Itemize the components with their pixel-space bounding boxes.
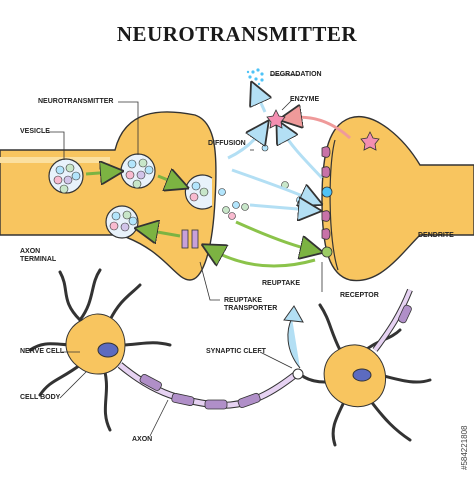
label-cell-body: CELL BODY	[20, 394, 61, 401]
axon-terminal	[0, 111, 217, 281]
receptor-arrow	[235, 220, 312, 250]
enzyme-icon	[266, 109, 286, 129]
zoom-arrow	[287, 317, 301, 369]
recycle-arrow	[146, 230, 181, 236]
reuptake-arrow	[212, 250, 316, 268]
diffusion-arrow	[231, 168, 312, 200]
label-diffusion: DIFFUSION	[208, 140, 246, 147]
enzyme-return-arrow	[290, 117, 352, 140]
synaptic-cleft-marker	[292, 368, 304, 380]
page-title: NEUROTRANSMITTER	[116, 22, 358, 46]
label-neurotransmitter: NEUROTRANSMITTER	[38, 98, 114, 105]
vesicle-transport-arrow-2	[157, 176, 178, 184]
leader-lines	[48, 74, 323, 437]
vesicle-2	[120, 153, 156, 189]
dendrite-body	[321, 115, 474, 282]
fusing-vesicle	[184, 174, 213, 210]
nerve-cell	[28, 268, 172, 432]
label-axon-terminal: AXON TERMINAL	[20, 248, 57, 263]
enzyme-icon-2	[360, 131, 380, 151]
label-synaptic-cleft: SYNAPTIC CLEFT	[206, 348, 266, 355]
diffusion-arrow-3	[249, 205, 310, 210]
enzyme-arrow	[282, 130, 324, 180]
stock-id: #584221808	[460, 425, 469, 471]
label-receptor: RECEPTOR	[340, 292, 379, 299]
vesicle-3	[105, 205, 139, 239]
vesicle	[48, 158, 84, 194]
bound-receptor-2	[321, 246, 333, 258]
reuptake-transporter	[181, 229, 199, 249]
vesicle-transport-arrow	[85, 172, 112, 174]
axon	[117, 362, 298, 410]
label-axon: AXON	[132, 436, 153, 443]
bound-receptor	[321, 186, 333, 198]
degradation-arrow	[256, 92, 265, 113]
receptor	[321, 146, 331, 240]
label-vesicle: VESICLE	[20, 128, 50, 135]
label-reuptake: REUPTAKE	[262, 280, 300, 287]
label-nerve-cell: NERVE CELL	[20, 348, 65, 355]
label-reuptake-transporter: REUPTAKE TRANSPORTER	[224, 297, 278, 312]
label-degradation: DEGRADATION	[270, 71, 322, 78]
second-nerve-cell	[296, 288, 432, 447]
diffusion-arrow-2	[227, 130, 262, 160]
degraded-molecule-icon	[246, 68, 264, 86]
label-dendrite: DENDRITE	[418, 232, 454, 239]
label-enzyme: ENZYME	[290, 96, 320, 103]
